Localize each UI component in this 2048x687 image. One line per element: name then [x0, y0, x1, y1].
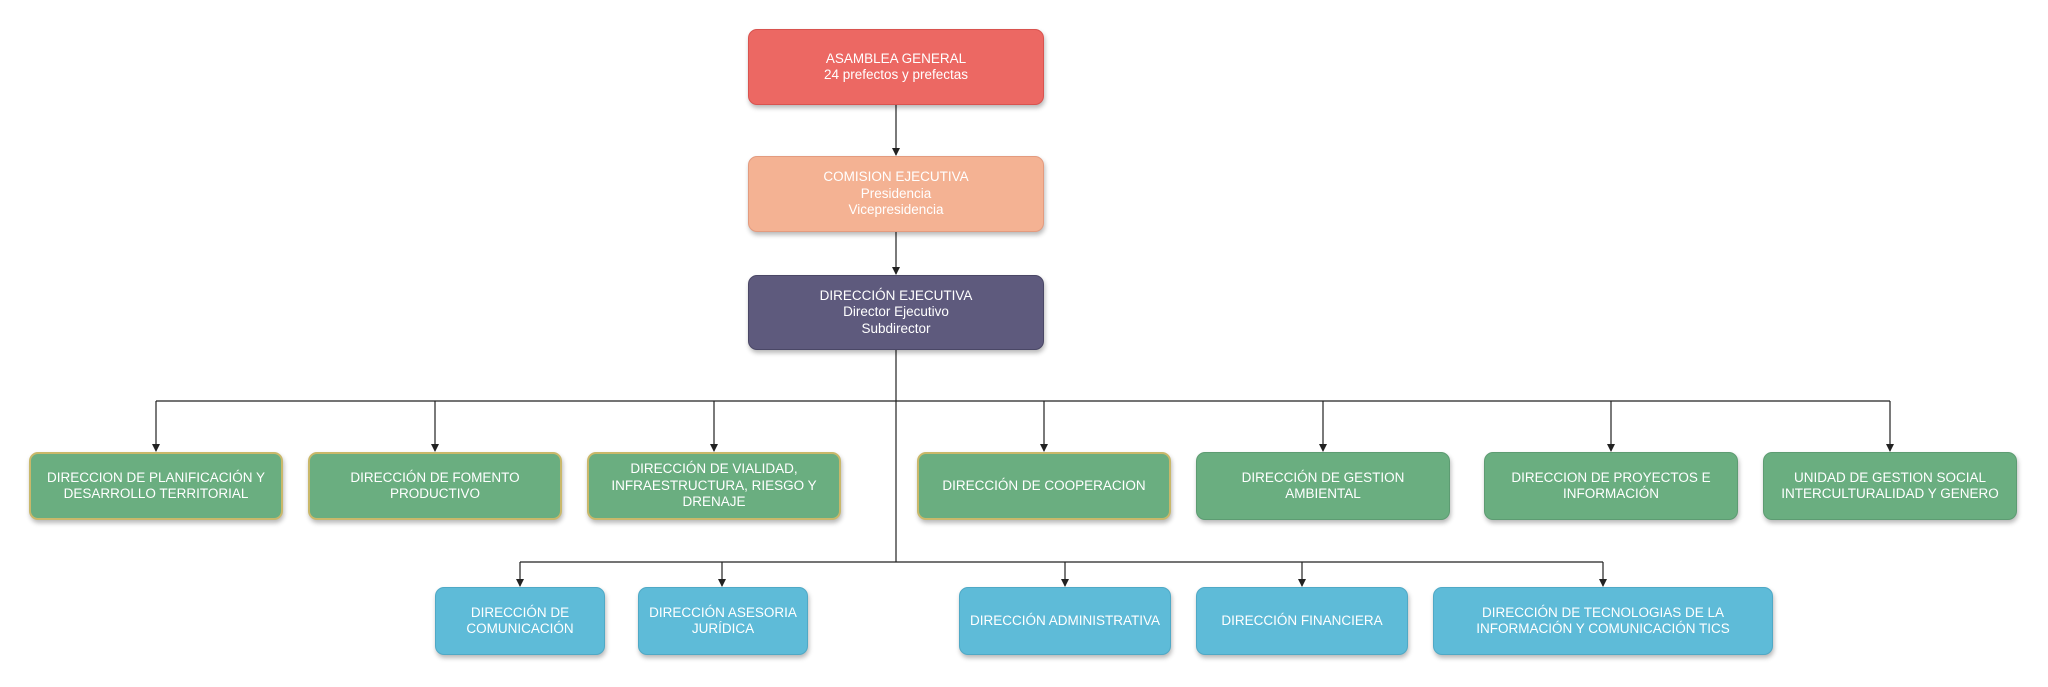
- node-direccion-cooperacion: DIRECCIÓN DE COOPERACION: [917, 452, 1171, 520]
- node-asamblea-general: ASAMBLEA GENERAL 24 prefectos y prefecta…: [748, 29, 1044, 105]
- node-line: DESARROLLO TERRITORIAL: [63, 486, 249, 501]
- node-line: DIRECCIÓN EJECUTIVA: [819, 287, 973, 303]
- node-direccion-fomento-productivo: DIRECCIÓN DE FOMENTO PRODUCTIVO: [308, 452, 562, 520]
- node-line: Director Ejecutivo: [843, 304, 949, 320]
- node-line: ASAMBLEA GENERAL: [825, 50, 967, 66]
- node-line: JURÍDICA: [691, 621, 755, 636]
- node-direccion-gestion-ambiental: DIRECCIÓN DE GESTION AMBIENTAL: [1196, 452, 1450, 520]
- node-direccion-proyectos: DIRECCION DE PROYECTOS E INFORMACIÓN: [1484, 452, 1738, 520]
- node-line: PRODUCTIVO: [389, 486, 480, 501]
- node-line: 24 prefectos y prefectas: [823, 67, 969, 82]
- node-line: DIRECCIÓN ASESORIA: [649, 604, 797, 620]
- node-line: DIRECCIÓN FINANCIERA: [1221, 612, 1383, 628]
- node-direccion-vialidad: DIRECCIÓN DE VIALIDAD, INFRAESTRUCTURA, …: [587, 452, 841, 520]
- node-line: DIRECCION DE PLANIFICACIÓN Y: [46, 469, 266, 485]
- node-line: DIRECCIÓN DE FOMENTO: [350, 469, 520, 485]
- node-comision-ejecutiva: COMISION EJECUTIVA Presidencia Vicepresi…: [748, 156, 1044, 232]
- node-direccion-planificacion: DIRECCION DE PLANIFICACIÓN Y DESARROLLO …: [29, 452, 283, 520]
- node-line: COMISION EJECUTIVA: [823, 169, 969, 185]
- node-line: INFORMACIÓN Y COMUNICACIÓN TICS: [1476, 621, 1730, 636]
- node-line: Presidencia: [860, 185, 932, 201]
- node-direccion-ejecutiva: DIRECCIÓN EJECUTIVA Director Ejecutivo S…: [748, 275, 1044, 350]
- node-unidad-gestion-social: UNIDAD DE GESTION SOCIAL INTERCULTURALID…: [1763, 452, 2017, 520]
- node-line: DIRECCIÓN DE TECNOLOGIAS DE LA: [1481, 604, 1725, 620]
- node-line: INFRAESTRUCTURA, RIESGO Y: [611, 477, 817, 493]
- node-line: COMUNICACIÓN: [466, 621, 574, 636]
- node-line: DRENAJE: [682, 494, 746, 510]
- node-line: INFORMACIÓN: [1563, 486, 1659, 501]
- node-line: UNIDAD DE GESTION SOCIAL: [1793, 469, 1987, 485]
- node-direccion-administrativa: DIRECCIÓN ADMINISTRATIVA: [959, 587, 1171, 655]
- node-line: INTERCULTURALIDAD Y GENERO: [1781, 486, 1999, 501]
- node-line: DIRECCIÓN ADMINISTRATIVA: [970, 612, 1161, 628]
- node-line: DIRECCIÓN DE: [470, 604, 570, 620]
- node-line: DIRECCIÓN DE VIALIDAD,: [630, 461, 798, 477]
- node-line: DIRECCIÓN DE GESTION AMBIENTAL: [1241, 469, 1405, 502]
- node-direccion-comunicacion: DIRECCIÓN DE COMUNICACIÓN: [435, 587, 605, 655]
- node-direccion-tecnologias: DIRECCIÓN DE TECNOLOGIAS DE LA INFORMACI…: [1433, 587, 1773, 655]
- node-line: Subdirector: [861, 320, 931, 336]
- node-line: Vicepresidencia: [848, 202, 944, 218]
- node-line: DIRECCION DE PROYECTOS E: [1511, 469, 1711, 485]
- node-line: DIRECCIÓN DE COOPERACION: [942, 477, 1146, 493]
- node-direccion-asesoria-juridica: DIRECCIÓN ASESORIA JURÍDICA: [638, 587, 808, 655]
- node-direccion-financiera: DIRECCIÓN FINANCIERA: [1196, 587, 1408, 655]
